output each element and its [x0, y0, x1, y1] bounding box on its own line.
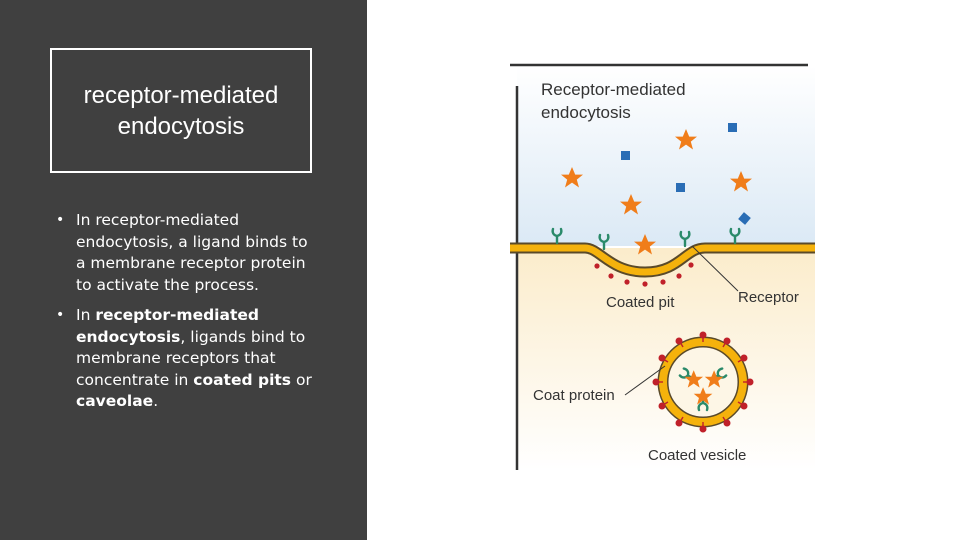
- bullet-icon: •: [56, 212, 65, 228]
- bullet-icon: •: [56, 307, 65, 323]
- coated-vesicle-label: Coated vesicle: [648, 447, 746, 464]
- coat-protein-label: Coat protein: [533, 387, 615, 404]
- vesicle-coat-proteins: [652, 331, 754, 433]
- title-box: receptor-mediated endocytosis: [50, 48, 312, 173]
- endocytosis-diagram: Receptor-mediated endocytosis Coated pit…: [510, 63, 815, 470]
- bullet-2-part-7: .: [153, 392, 159, 410]
- slide-title: receptor-mediated endocytosis: [83, 81, 279, 140]
- receptor-label: Receptor: [738, 289, 799, 306]
- extracellular-space: [517, 66, 815, 246]
- bullet-2-part-3: , ligands bind to membrane receptors tha…: [76, 327, 306, 389]
- bullet-2-part-6: caveolae: [76, 392, 154, 410]
- figure-heading-line-1: Receptor-mediated: [541, 80, 686, 99]
- bullet-2-part-5: or: [291, 370, 312, 389]
- plasma-membrane-fill: [510, 244, 815, 276]
- coat-protein-pointer: [624, 365, 666, 396]
- receptor-pointer: [691, 245, 739, 292]
- bullet-item-2: • In receptor-mediated endocytosis, liga…: [56, 305, 318, 413]
- bullet-2-part-4: coated pits: [193, 370, 292, 389]
- bullet-2-part-1: In: [76, 306, 96, 324]
- bullet-2-part-2: receptor-mediated endocytosis: [76, 306, 259, 346]
- figure-heading-line-2: endocytosis: [541, 103, 631, 122]
- left-panel: receptor-mediated endocytosis • In recep…: [0, 0, 367, 540]
- pit-coat-proteins: [594, 262, 694, 287]
- bullet-1-text: In receptor-mediated endocytosis, a liga…: [76, 211, 308, 294]
- coated-pit-label: Coated pit: [606, 294, 675, 311]
- coated-vesicle: [652, 331, 754, 433]
- bullet-list: • In receptor-mediated endocytosis, a li…: [56, 210, 318, 422]
- bullet-item-1: • In receptor-mediated endocytosis, a li…: [56, 210, 318, 296]
- ligand-squares: [621, 123, 751, 225]
